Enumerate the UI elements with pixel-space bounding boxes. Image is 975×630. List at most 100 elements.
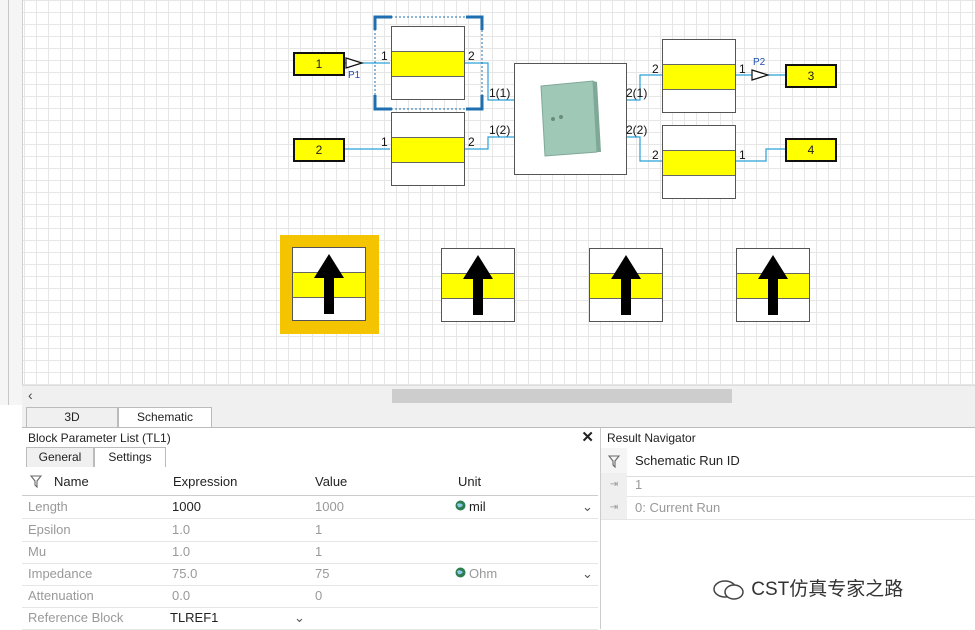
param-unit[interactable]: Ohm (469, 566, 498, 581)
close-icon[interactable]: ✕ (581, 429, 594, 446)
param-value: 1000 (315, 499, 344, 514)
param-name: Length (28, 499, 68, 514)
panel-title: Block Parameter List (TL1) (28, 431, 171, 445)
model-thumbnail-icon (540, 80, 601, 157)
watermark-text: CST仿真专家之路 (751, 579, 904, 600)
table-row[interactable]: Impedance 75.0 75 Ohm ⌄ (22, 563, 598, 586)
unit-globe-icon (455, 499, 466, 514)
tl4-pin-left: 2 (652, 148, 659, 162)
param-name: Impedance (28, 566, 93, 581)
tlref-block-1[interactable] (292, 247, 366, 321)
list-item[interactable]: ⇥ 1 (601, 473, 975, 497)
wire-model-tl3 (626, 74, 662, 101)
param-expression[interactable]: 1.0 (172, 544, 191, 559)
param-expression[interactable]: 0.0 (172, 588, 191, 603)
param-value: 0 (315, 588, 323, 603)
param-expression[interactable]: TLREF1 (170, 610, 219, 625)
port-1[interactable]: 1 (293, 52, 345, 76)
run-label: 1 (635, 477, 643, 492)
view-tab-bar: 3D Schematic (22, 405, 975, 428)
wire-layer (343, 15, 785, 162)
filter-icon[interactable] (601, 448, 627, 476)
table-row[interactable]: Mu 1.0 1 (22, 541, 598, 564)
filter-icon[interactable] (30, 475, 42, 488)
model-pin-out1: 2(1) (626, 86, 648, 100)
table-row[interactable]: Attenuation 0.0 0 (22, 585, 598, 608)
param-name: Attenuation (28, 588, 94, 603)
grid-header: Name Expression Value Unit (22, 469, 598, 496)
block-parameter-panel: Block Parameter List (TL1) ✕ General Set… (22, 428, 598, 630)
model-pin-in2: 1(2) (489, 123, 511, 137)
panel-title: Result Navigator (607, 431, 696, 445)
col-unit[interactable]: Unit (458, 474, 482, 489)
table-row[interactable]: Epsilon 1.0 1 (22, 519, 598, 542)
model-pin-out2: 2(2) (626, 123, 648, 137)
model-block[interactable] (514, 63, 627, 175)
wire-tl4-p4 (736, 148, 785, 162)
param-expression[interactable]: 1000 (172, 499, 201, 514)
col-value[interactable]: Value (315, 474, 348, 489)
table-row[interactable]: Length 1000 1000 mil ⌄ (22, 496, 598, 519)
tl3-pin-left: 2 (652, 62, 659, 76)
tl2-pin-right: 2 (468, 135, 475, 149)
wire-model-tl4 (626, 136, 662, 162)
tlref-block-3[interactable] (589, 248, 663, 322)
scroll-left-icon[interactable]: ‹ (28, 387, 33, 403)
scrollbar-thumb[interactable] (392, 389, 732, 403)
probe-p1-icon (345, 57, 365, 69)
param-value: 1 (315, 522, 323, 537)
tl1-pin-right: 2 (468, 49, 475, 63)
probe-label-p2: P2 (753, 57, 766, 68)
param-name: Epsilon (28, 522, 71, 537)
pin-icon: ⇥ (601, 473, 627, 496)
table-row[interactable]: Reference Block TLREF1 ⌄ (22, 607, 598, 630)
col-run-id[interactable]: Schematic Run ID (635, 453, 740, 468)
list-item[interactable]: ⇥ 0: Current Run (601, 496, 975, 520)
probe-p2-icon (751, 69, 771, 81)
param-value: 75 (315, 566, 330, 581)
tl3-block[interactable] (662, 39, 736, 113)
tlref-block-4[interactable] (736, 248, 810, 322)
param-name: Reference Block (28, 610, 124, 625)
wire-tl2-model (465, 136, 514, 150)
chevron-down-icon[interactable]: ⌄ (582, 499, 593, 514)
unit-globe-icon (455, 566, 466, 581)
chevron-down-icon[interactable]: ⌄ (294, 610, 305, 625)
tl2-block[interactable] (391, 112, 465, 186)
tl1-pin-left: 1 (381, 49, 388, 63)
tl4-block[interactable] (662, 125, 736, 199)
param-expression[interactable]: 1.0 (172, 522, 191, 537)
left-ruler (0, 0, 23, 405)
port-3[interactable]: 3 (785, 64, 837, 88)
up-arrow-icon (611, 255, 641, 315)
horizontal-scrollbar[interactable]: ‹ (22, 385, 975, 406)
run-label: 0: Current Run (635, 500, 721, 515)
probe-label-p1: P1 (348, 70, 361, 81)
tl3-pin-right: 1 (739, 62, 746, 76)
port-2[interactable]: 2 (293, 138, 345, 162)
up-arrow-icon (463, 255, 493, 315)
up-arrow-icon (758, 255, 788, 315)
tab-settings[interactable]: Settings (94, 447, 166, 467)
param-expression[interactable]: 75.0 (172, 566, 198, 581)
watermark: CST仿真专家之路 (712, 574, 903, 601)
tl1-block[interactable] (391, 26, 465, 100)
wechat-logo-icon (713, 580, 744, 600)
chevron-down-icon[interactable]: ⌄ (582, 566, 593, 581)
up-arrow-icon (314, 254, 344, 314)
result-header: Schematic Run ID (601, 448, 975, 477)
col-name[interactable]: Name (54, 474, 89, 489)
tlref-block-2[interactable] (441, 248, 515, 322)
schematic-canvas[interactable]: 1 2 3 4 P1 P2 1 2 1 2 2 1 2 1 1(1) 1(2) … (0, 0, 975, 385)
col-expression[interactable]: Expression (173, 474, 238, 489)
wire-tl1-model (465, 62, 514, 101)
param-unit[interactable]: mil (469, 499, 486, 514)
model-pin-in1: 1(1) (489, 86, 511, 100)
pin-icon: ⇥ (601, 496, 627, 519)
tab-3d[interactable]: 3D (26, 407, 118, 427)
tab-general[interactable]: General (26, 447, 94, 467)
tl2-pin-left: 1 (381, 135, 388, 149)
tab-schematic[interactable]: Schematic (118, 407, 212, 427)
param-value: 1 (315, 544, 323, 559)
port-4[interactable]: 4 (785, 138, 837, 162)
